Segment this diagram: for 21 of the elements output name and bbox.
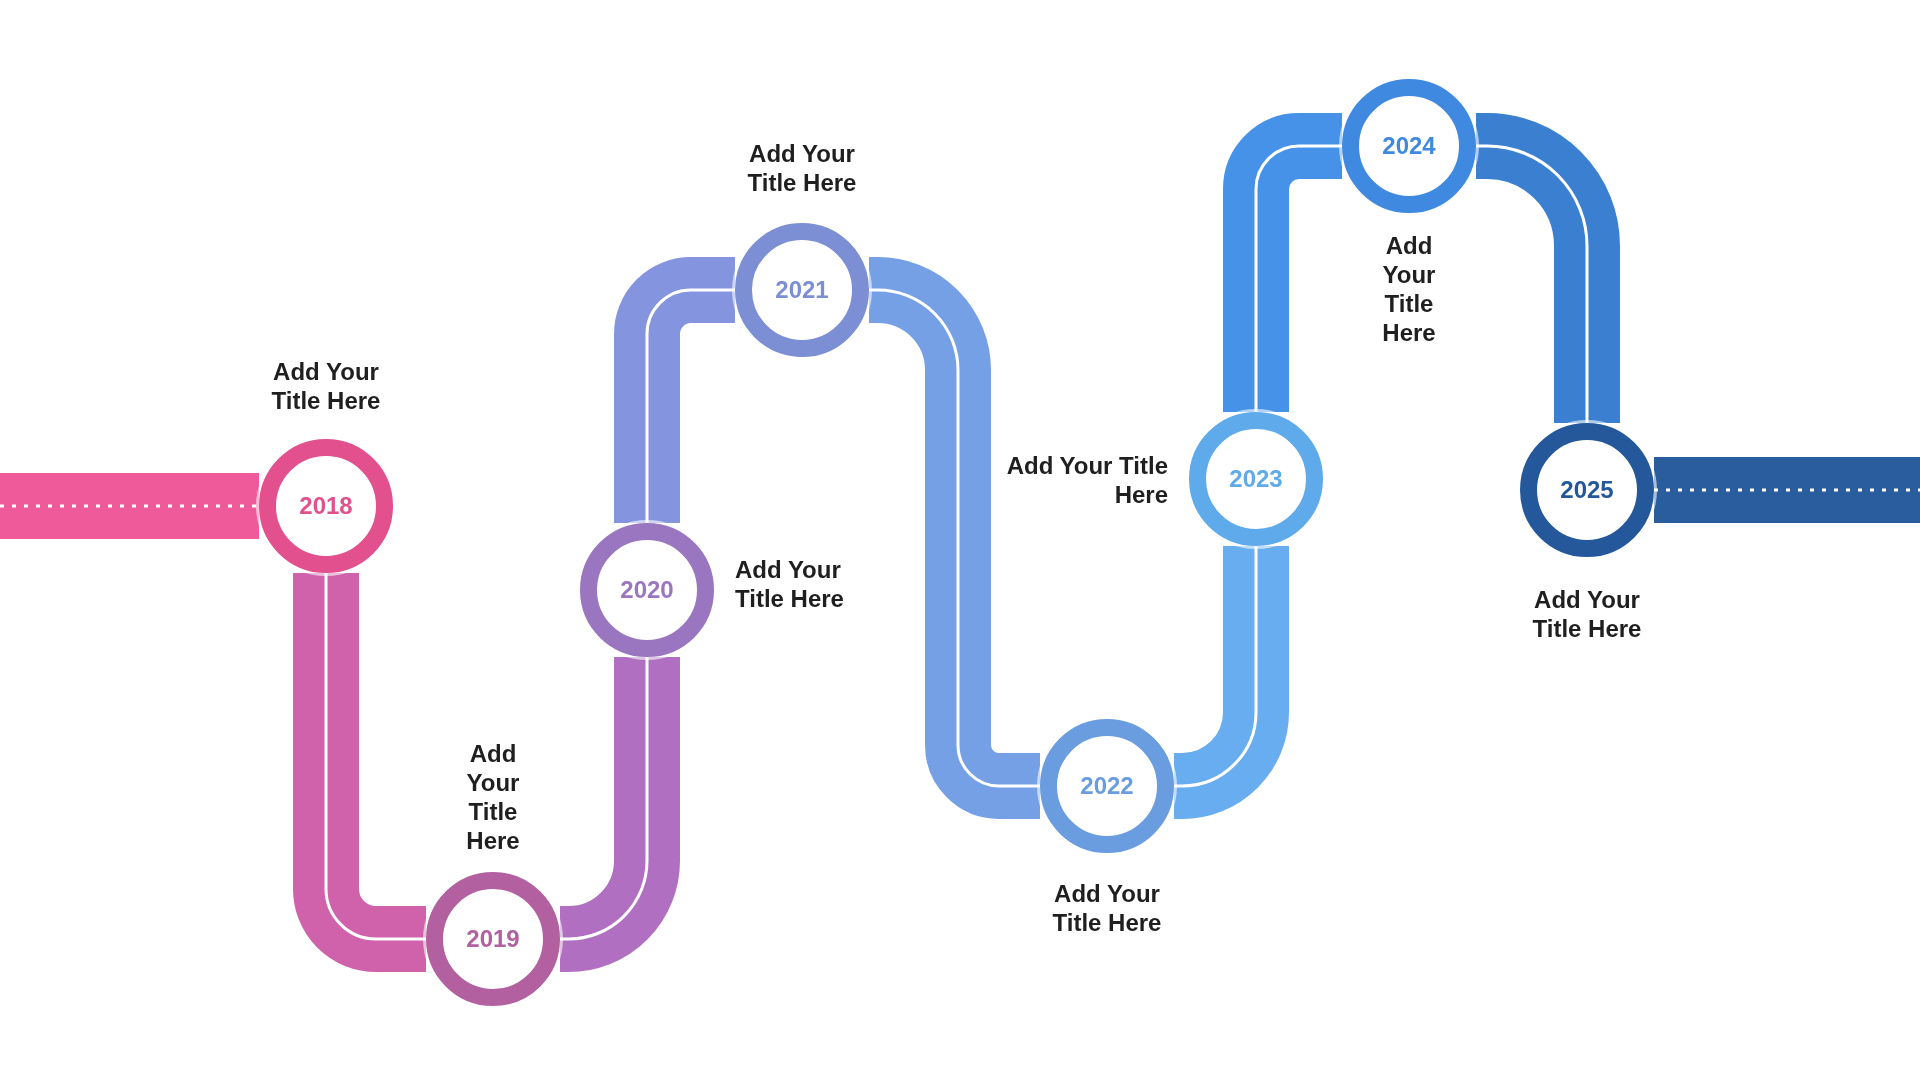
milestone-title: Add Your Title Here bbox=[735, 555, 845, 613]
road-segment bbox=[0, 473, 259, 539]
road-segment bbox=[1223, 113, 1342, 412]
milestone-title: Add Your Title Here bbox=[746, 139, 858, 197]
year-label: 2018 bbox=[299, 492, 353, 520]
milestone-title: Add Your Title Here bbox=[1381, 231, 1437, 347]
milestone-title: Add Your Title Here bbox=[270, 357, 382, 415]
road-segment bbox=[293, 573, 426, 972]
milestone-title: Add Your Title Here bbox=[1005, 451, 1168, 509]
road-segment bbox=[614, 257, 735, 523]
year-label: 2021 bbox=[775, 276, 829, 304]
year-label: 2025 bbox=[1560, 476, 1614, 504]
milestone-title: Add Your Title Here bbox=[465, 739, 521, 855]
milestone-title: Add Your Title Here bbox=[1531, 585, 1643, 643]
year-label: 2019 bbox=[466, 925, 520, 953]
year-label: 2023 bbox=[1229, 465, 1283, 493]
year-label: 2024 bbox=[1382, 132, 1436, 160]
road-segment bbox=[1654, 457, 1920, 523]
year-label: 2020 bbox=[620, 576, 674, 604]
milestone-title: Add Your Title Here bbox=[1051, 879, 1163, 937]
year-label: 2022 bbox=[1080, 772, 1134, 800]
